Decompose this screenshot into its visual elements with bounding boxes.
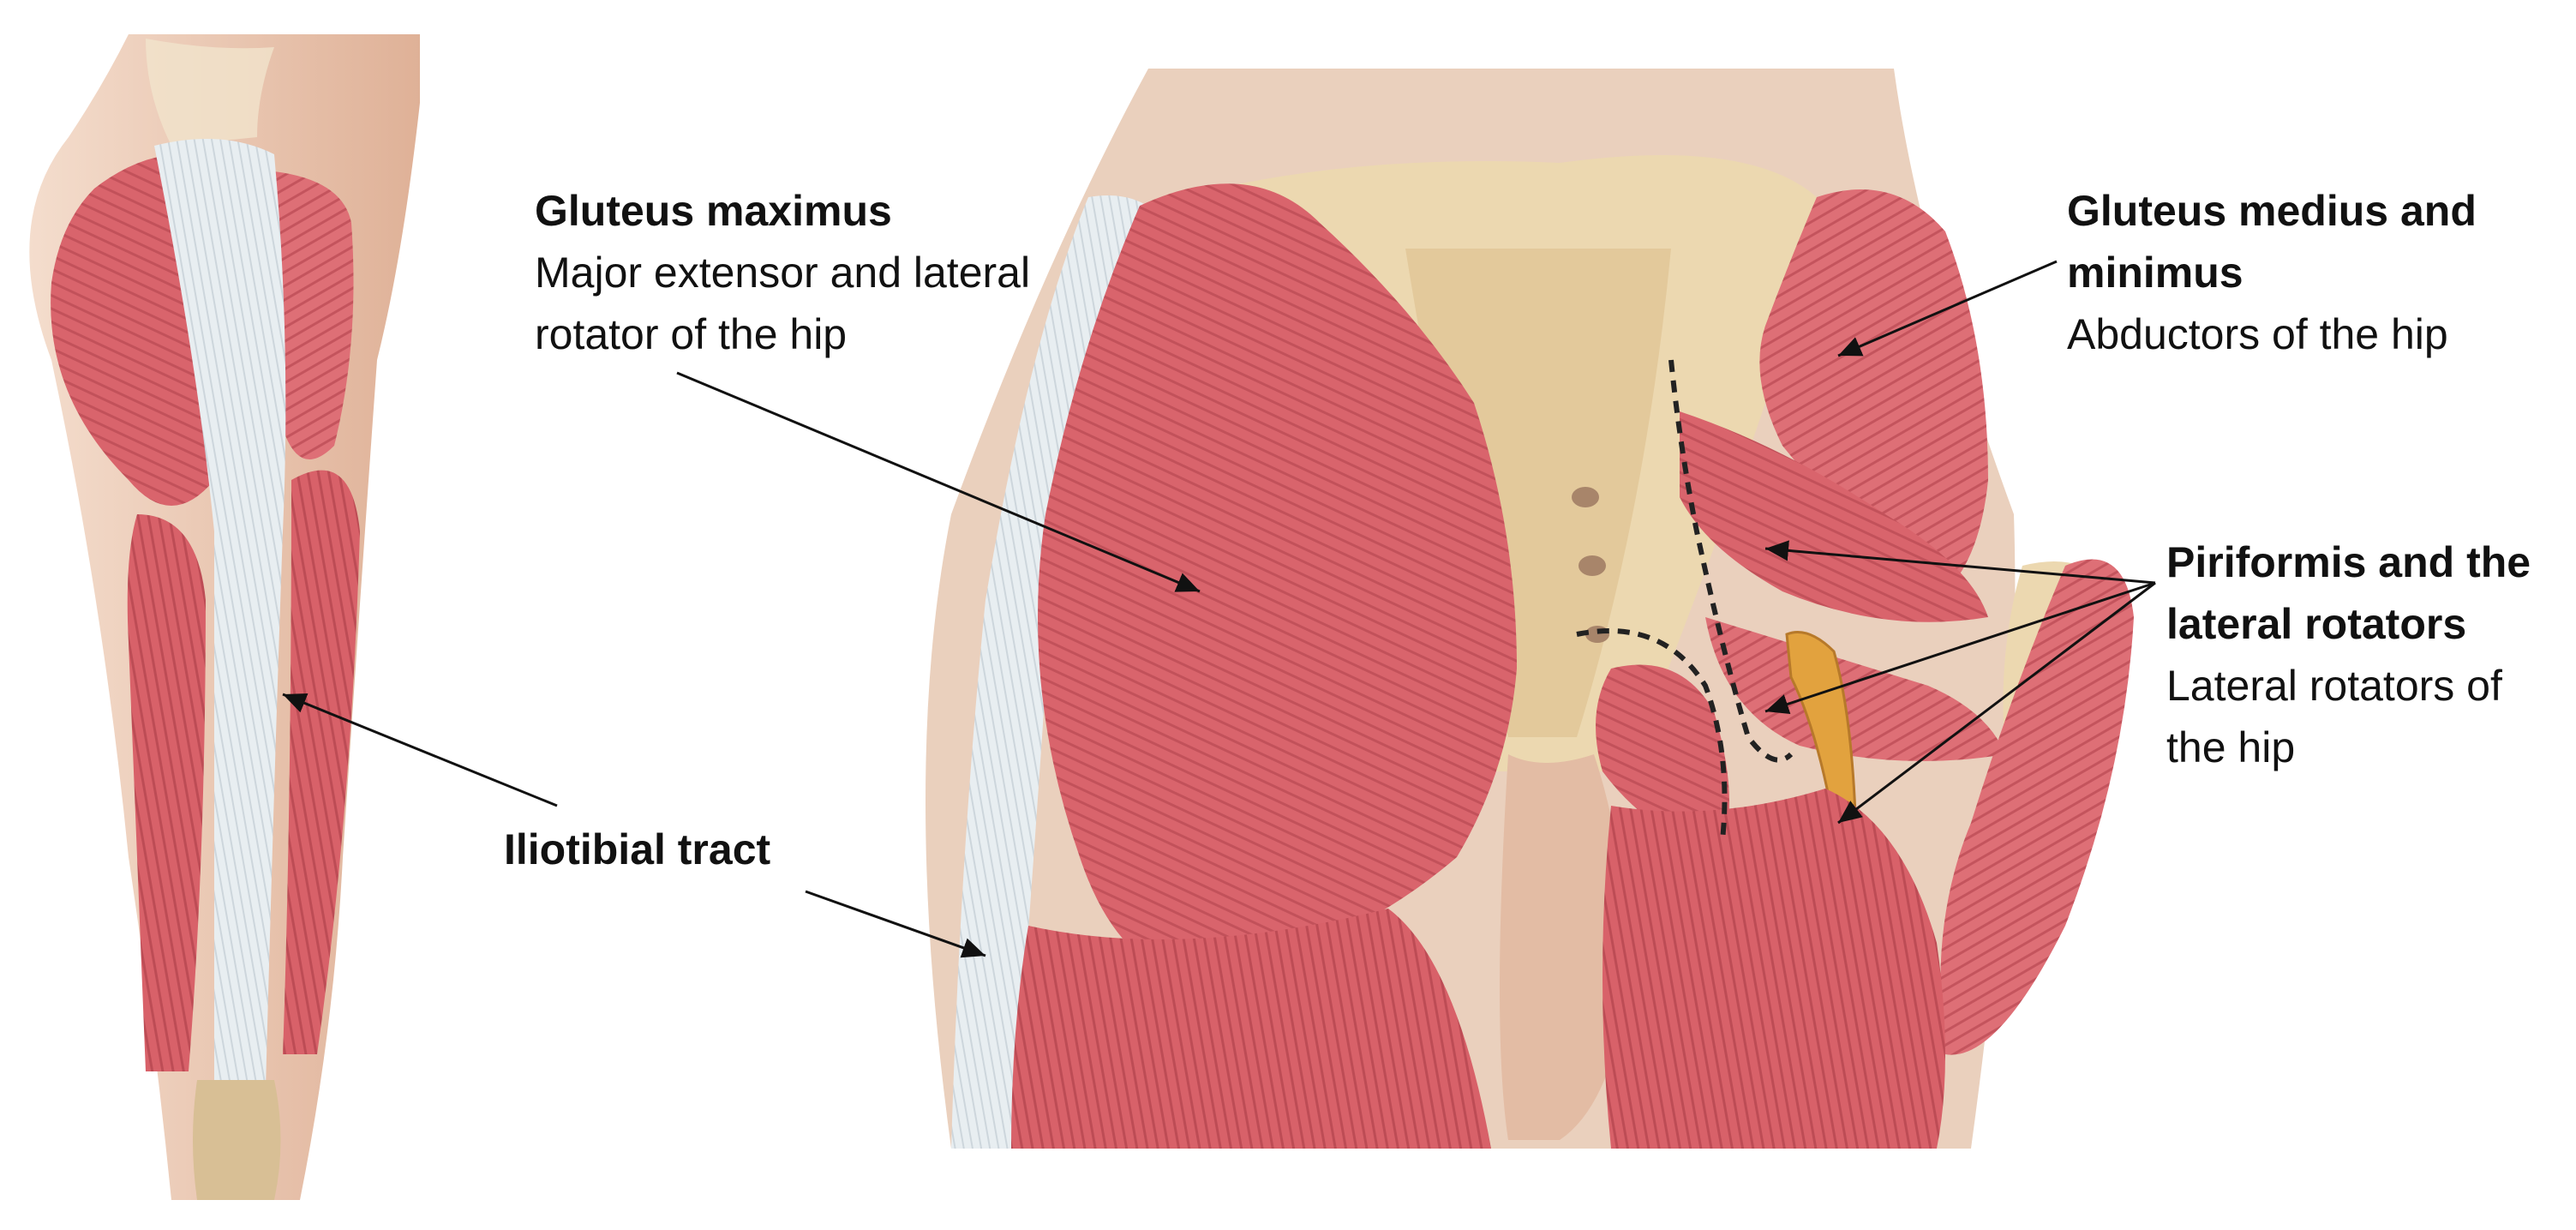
lateral-iliotibial-tract xyxy=(154,139,286,1089)
label-piriformis-title: Piriformis and the lateral rotators xyxy=(2166,538,2531,648)
label-gluteus-medius-minimus-title: Gluteus medius and minimus xyxy=(2067,187,2477,297)
label-gluteus-maximus-description: Major extensor and lateral rotator of th… xyxy=(535,249,1031,358)
annotation-arrows xyxy=(282,260,2156,958)
lateral-quadriceps xyxy=(283,470,360,1054)
label-iliotibial-tract: Iliotibial tract xyxy=(504,819,950,880)
piriformis-muscle xyxy=(1680,411,1988,622)
right-hamstring-muscles xyxy=(1603,789,1945,1149)
label-gluteus-maximus-title: Gluteus maximus xyxy=(535,187,892,235)
arrow-piriformis-3 xyxy=(1837,581,2156,825)
label-gluteus-maximus: Gluteus maximus Major extensor and later… xyxy=(535,180,1066,365)
lateral-sacrum-outline xyxy=(146,39,274,146)
quadratus-femoris-muscle xyxy=(1596,664,1729,849)
lateral-gluteus-medius xyxy=(271,171,354,459)
label-piriformis-description: Lateral rotators of the hip xyxy=(2166,662,2502,771)
label-piriformis: Piriformis and the lateral rotators Late… xyxy=(2166,531,2569,778)
posterior-hip-illustration xyxy=(926,69,2134,1149)
left-iliotibial-fascia xyxy=(951,195,1165,1149)
arrow-iliotibial-lateral xyxy=(282,693,558,807)
arrow-piriformis-1 xyxy=(1764,540,2156,585)
reflected-gluteus-maximus xyxy=(1940,559,2134,1055)
lateral-rotator-muscles xyxy=(1705,617,2005,761)
label-iliotibial-tract-title: Iliotibial tract xyxy=(504,825,771,873)
lateral-knee-bone xyxy=(193,1080,281,1200)
label-gluteus-medius-minimus: Gluteus medius and minimus Abductors of … xyxy=(2067,180,2547,365)
sacral-foramen-1 xyxy=(1572,487,1599,507)
arrow-gluteus-medius xyxy=(1837,260,2058,357)
arrow-piriformis-2 xyxy=(1764,581,2156,714)
lateral-hamstrings xyxy=(127,514,206,1071)
gluteus-maximus-muscle xyxy=(1038,183,1517,977)
arrow-gluteus-maximus xyxy=(676,371,1201,593)
buttock-cleft-skin xyxy=(1500,754,1628,1140)
gluteus-medius-minimus-muscle xyxy=(1759,189,1988,600)
left-hamstring-muscles xyxy=(1011,909,1491,1149)
label-gluteus-medius-minimus-description: Abductors of the hip xyxy=(2067,310,2448,358)
sacral-foramen-2 xyxy=(1579,555,1606,576)
sacrum xyxy=(1405,249,1671,737)
lateral-thigh-illustration xyxy=(29,34,421,1200)
dashed-line-sacrum-border xyxy=(1576,628,1728,841)
arrow-iliotibial-posterior xyxy=(805,890,986,958)
sciatic-nerve xyxy=(1785,631,1857,825)
